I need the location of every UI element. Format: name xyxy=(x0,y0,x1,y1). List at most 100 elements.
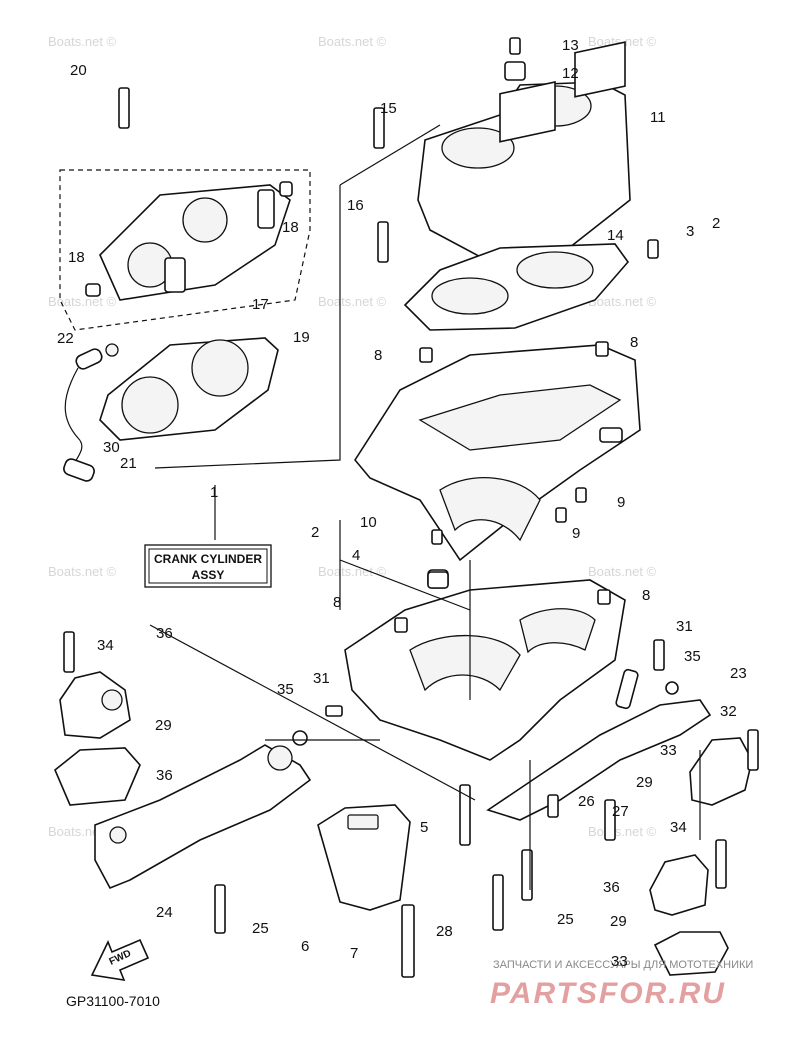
callout-number: 31 xyxy=(313,670,330,687)
dowel xyxy=(575,487,587,503)
forward-arrow-icon: FWD xyxy=(90,938,150,982)
watermark: Boats.net © xyxy=(318,564,387,579)
callout-number: 8 xyxy=(642,587,650,604)
callout-number: 33 xyxy=(660,742,677,759)
watermark: Boats.net © xyxy=(588,34,657,49)
watermark: Boats.net © xyxy=(588,564,657,579)
hose-part xyxy=(63,343,119,482)
cylinder-head-part xyxy=(59,169,311,331)
oil-tank-part xyxy=(317,804,411,911)
callout-number: 36 xyxy=(156,767,173,784)
bolt xyxy=(647,239,659,259)
bolt xyxy=(377,221,389,263)
callout-number: 34 xyxy=(670,819,687,836)
bolt-group xyxy=(63,37,759,978)
callout-number: 22 xyxy=(57,330,74,347)
engine-bracket-left xyxy=(94,744,312,890)
callout-number: 15 xyxy=(380,100,397,117)
callout-number: 18 xyxy=(282,219,299,236)
callout-number: 23 xyxy=(730,665,747,682)
watermark: Boats.net © xyxy=(318,34,387,49)
washer xyxy=(665,681,679,695)
watermark: Boats.net © xyxy=(588,294,657,309)
assy-label-line1: CRANK CYLINDER xyxy=(154,552,262,566)
crankcase-upper-part xyxy=(354,341,641,562)
bolt xyxy=(401,904,415,978)
cylinder-block-part xyxy=(417,41,631,263)
brand-logo: ЗАПЧАСТИ И АКСЕССУАРЫ ДЛЯ МОТОТЕХНИКИ PA… xyxy=(490,959,753,1010)
dowel xyxy=(431,529,443,545)
engine-mount-right xyxy=(649,737,753,976)
watermark: Boats.net © xyxy=(318,294,387,309)
bolt xyxy=(325,705,343,717)
watermark: Boats.net © xyxy=(588,824,657,839)
dowel xyxy=(555,507,567,523)
dowel xyxy=(427,571,449,589)
callout-number: 12 xyxy=(562,65,579,82)
bolt xyxy=(509,37,521,55)
bolt xyxy=(653,639,665,671)
callout-number: 20 xyxy=(70,62,87,79)
callout-number: 9 xyxy=(617,494,625,511)
callout-number: 9 xyxy=(572,525,580,542)
assy-label-box: CRANK CYLINDER ASSY xyxy=(144,544,272,588)
callout-number: 30 xyxy=(103,439,120,456)
engine-mount-left xyxy=(54,671,141,806)
callout-number: 3 xyxy=(686,223,694,240)
callout-number: 36 xyxy=(156,625,173,642)
head-gasket-part xyxy=(99,337,279,441)
callout-number: 2 xyxy=(311,524,319,541)
callout-number: 25 xyxy=(557,911,574,928)
callout-number: 8 xyxy=(333,594,341,611)
callout-number: 18 xyxy=(68,249,85,266)
callout-number: 8 xyxy=(374,347,382,364)
callout-number: 28 xyxy=(436,923,453,940)
callout-number: 2 xyxy=(712,215,720,232)
callout-number: 17 xyxy=(252,296,269,313)
callout-number: 13 xyxy=(562,37,579,54)
callout-number: 4 xyxy=(352,547,360,564)
callout-number: 7 xyxy=(350,945,358,962)
base-gasket-part xyxy=(403,243,630,331)
callout-number: 11 xyxy=(650,109,666,126)
callout-number: 26 xyxy=(578,793,595,810)
callout-number: 1 xyxy=(210,484,218,501)
bolt xyxy=(459,784,471,846)
callout-number: 29 xyxy=(636,774,653,791)
callout-number: 29 xyxy=(155,717,172,734)
bolt xyxy=(547,794,559,818)
callout-number: 16 xyxy=(347,197,364,214)
callout-number: 27 xyxy=(612,803,629,820)
callout-number: 31 xyxy=(676,618,693,635)
bolt xyxy=(373,107,385,149)
engine-bracket-right xyxy=(486,668,712,821)
callout-number: 24 xyxy=(156,904,173,921)
watermark: Boats.net © xyxy=(48,564,117,579)
crankcase-lower-part xyxy=(344,569,626,761)
bolt xyxy=(715,839,727,889)
callout-number: 35 xyxy=(277,681,294,698)
callout-number: 6 xyxy=(301,938,309,955)
drawing-code: GP31100-7010 xyxy=(66,993,160,1009)
watermark: Boats.net © xyxy=(48,294,117,309)
callout-number: 32 xyxy=(720,703,737,720)
watermark: Boats.net © xyxy=(48,34,117,49)
callout-number: 35 xyxy=(684,648,701,665)
callout-number: 33 xyxy=(611,953,628,970)
assy-label-line2: ASSY xyxy=(192,568,225,582)
bolt xyxy=(63,631,75,673)
bolt xyxy=(492,874,504,931)
callout-number: 5 xyxy=(420,819,428,836)
callout-number: 29 xyxy=(610,913,627,930)
assembly-outline xyxy=(149,124,701,890)
callout-number: 34 xyxy=(97,637,114,654)
bolt xyxy=(747,729,759,771)
callout-number: 36 xyxy=(603,879,620,896)
callout-number: 19 xyxy=(293,329,310,346)
callout-number: 8 xyxy=(630,334,638,351)
brand-caption: ЗАПЧАСТИ И АКСЕССУАРЫ ДЛЯ МОТОТЕХНИКИ xyxy=(493,959,753,971)
bolt xyxy=(118,87,130,129)
